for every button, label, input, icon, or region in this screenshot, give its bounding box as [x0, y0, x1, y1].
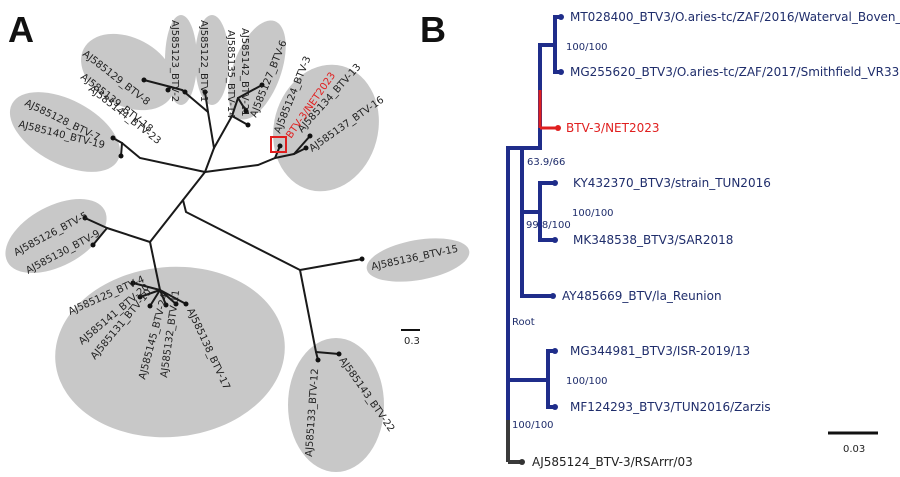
tip-label-a: AJ585123_BTV-2: [169, 20, 180, 102]
clade-blob-8-18-23: [81, 33, 175, 111]
support-value: 99.8/100: [526, 220, 571, 231]
clade-blob-12-22: [288, 338, 384, 472]
root-label: Root: [512, 317, 535, 328]
tip-label-b-outgroup: AJ585124_BTV-3/RSArrr/03: [532, 455, 693, 469]
tip-label-b: MK348538_BTV3/SAR2018: [573, 233, 733, 247]
panel-a-letter: A: [8, 9, 34, 50]
support-value: 100/100: [566, 376, 608, 387]
clade-blob-3-13-16: [273, 64, 379, 192]
tip-label-b-net2023: BTV-3/NET2023: [566, 121, 660, 135]
clade-blob-5-9: [5, 199, 107, 273]
panel-b-tip-labels: MT028400_BTV3/O.aries-tc/ZAF/2016/Waterv…: [532, 10, 900, 469]
clade-blob-7-19: [9, 92, 121, 172]
tip-label-a: AJ585142_BTV-21: [239, 28, 250, 117]
clade-blob-1: [195, 15, 229, 105]
panel-a-clade-shading: [5, 15, 470, 472]
tip-label-b: MF124293_BTV3/TUN2016/Zarzis: [570, 400, 771, 414]
panel-a-tip-dots: [82, 77, 365, 363]
net2023-highlight-box: [270, 136, 287, 153]
panel-b-support-values: 100/100 63.9/66 100/100 99.8/100 100/100…: [512, 42, 614, 431]
panel-a-scale-label: 0.3: [404, 336, 420, 347]
tip-label-b: KY432370_BTV3/strain_TUN2016: [573, 176, 771, 190]
clade-blob-2: [165, 15, 197, 105]
support-value: 100/100: [566, 42, 608, 53]
tip-label-a: AJ585135_BTV-14: [225, 30, 236, 119]
panel-b-scale-label: 0.03: [843, 444, 865, 455]
panel-b-letter: B: [420, 9, 446, 50]
tip-label-b: MG255620_BTV3/O.aries-tc/ZAF/2017/Smithf…: [570, 65, 899, 79]
tip-label-a: AJ585122_BTV-1: [198, 20, 209, 102]
support-value: 63.9/66: [527, 157, 565, 168]
support-value: 100/100: [512, 420, 554, 431]
tip-label-b: MT028400_BTV3/O.aries-tc/ZAF/2016/Waterv…: [570, 10, 900, 24]
tip-label-b: AY485669_BTV/la_Reunion: [562, 289, 722, 303]
panel-b-tip-dots: [519, 14, 564, 465]
tip-label-b: MG344981_BTV3/ISR-2019/13: [570, 344, 750, 358]
clade-blob-4-20-10-24-11-17: [55, 266, 285, 438]
support-value: 100/100: [572, 208, 614, 219]
clade-blob-15: [366, 238, 470, 282]
panel-a-branches: [84, 79, 363, 361]
